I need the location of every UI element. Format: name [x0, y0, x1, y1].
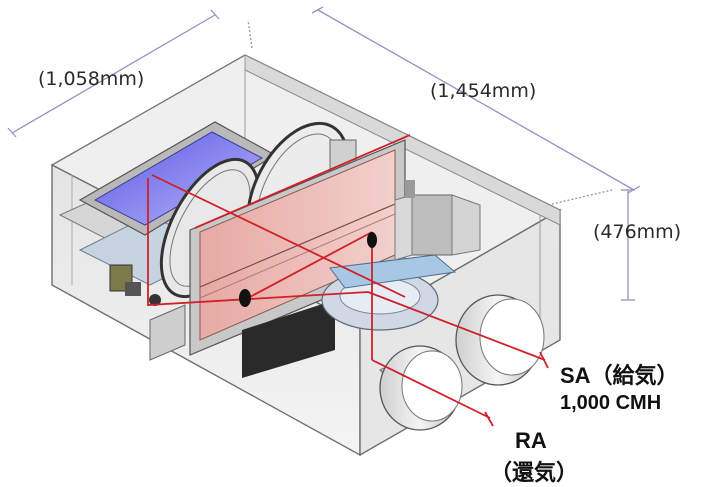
- motor: [109, 264, 161, 306]
- return-air-sub-label: （還気）: [490, 460, 579, 485]
- return-air-label: RA: [515, 428, 547, 453]
- bypass-damper: [242, 300, 335, 378]
- dimension-length-label: (1,454mm): [430, 80, 537, 102]
- dimension-lines: [7, 6, 641, 301]
- supply-air-label: SA（給気）: [560, 363, 679, 388]
- dimension-height-label: (476mm): [593, 221, 682, 243]
- flow-rate-label: 1,000 CMH: [560, 392, 662, 414]
- hex-fittings: [239, 232, 377, 307]
- dimension-width-label: (1,058mm): [38, 68, 145, 90]
- airflow-paths: [147, 134, 549, 427]
- blower-assembly: [321, 180, 481, 331]
